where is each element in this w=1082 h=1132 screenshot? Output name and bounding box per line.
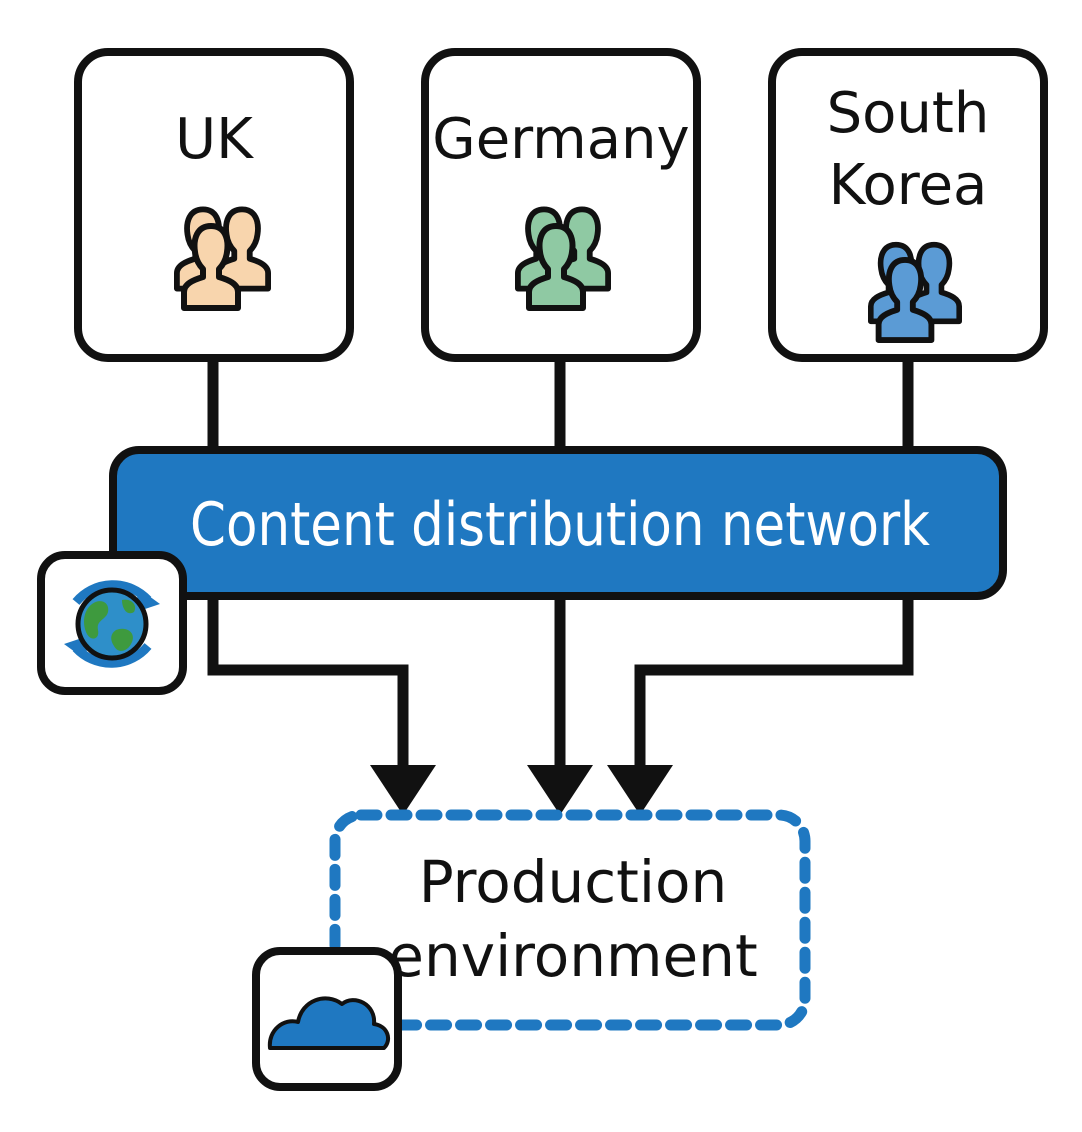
production-border	[329, 809, 811, 1031]
production-label-line2: environment	[388, 922, 757, 990]
region-box-uk-frame	[74, 48, 354, 362]
globe-landmass-1	[84, 601, 109, 639]
region-label-germany: Germany	[432, 107, 689, 172]
region-connectors	[207, 356, 914, 456]
cdn-arrows	[207, 594, 914, 815]
region-label-south-korea-line2: Korea	[829, 153, 988, 218]
production-environment: Production environment	[329, 809, 811, 1031]
arrow-left-head	[370, 765, 436, 815]
region-label-uk: UK	[175, 107, 254, 172]
region-box-germany-frame	[421, 48, 701, 362]
cdn-bar-body	[109, 446, 1007, 600]
region-box-uk: UK	[74, 48, 354, 362]
arrow-left-line	[207, 594, 409, 770]
cdn-label: Content distribution network	[190, 490, 930, 560]
arrow-right-head	[607, 765, 673, 815]
region-box-south-korea-frame	[768, 48, 1048, 362]
cloud-shape	[267, 996, 391, 1050]
arrow-right-line	[634, 594, 914, 770]
region-box-south-korea: South Korea	[768, 48, 1048, 362]
globe-sync-icon	[37, 551, 187, 695]
cdn-bar: Content distribution network	[109, 446, 1007, 600]
arrow-center-head	[527, 765, 593, 815]
region-label-south-korea-line1: South	[827, 81, 990, 146]
cloud-icon	[252, 947, 402, 1091]
production-label-line1: Production	[419, 848, 728, 916]
globe-landmass-3	[122, 599, 136, 614]
globe-landmass-2	[111, 628, 133, 651]
region-box-germany: Germany	[421, 48, 701, 362]
